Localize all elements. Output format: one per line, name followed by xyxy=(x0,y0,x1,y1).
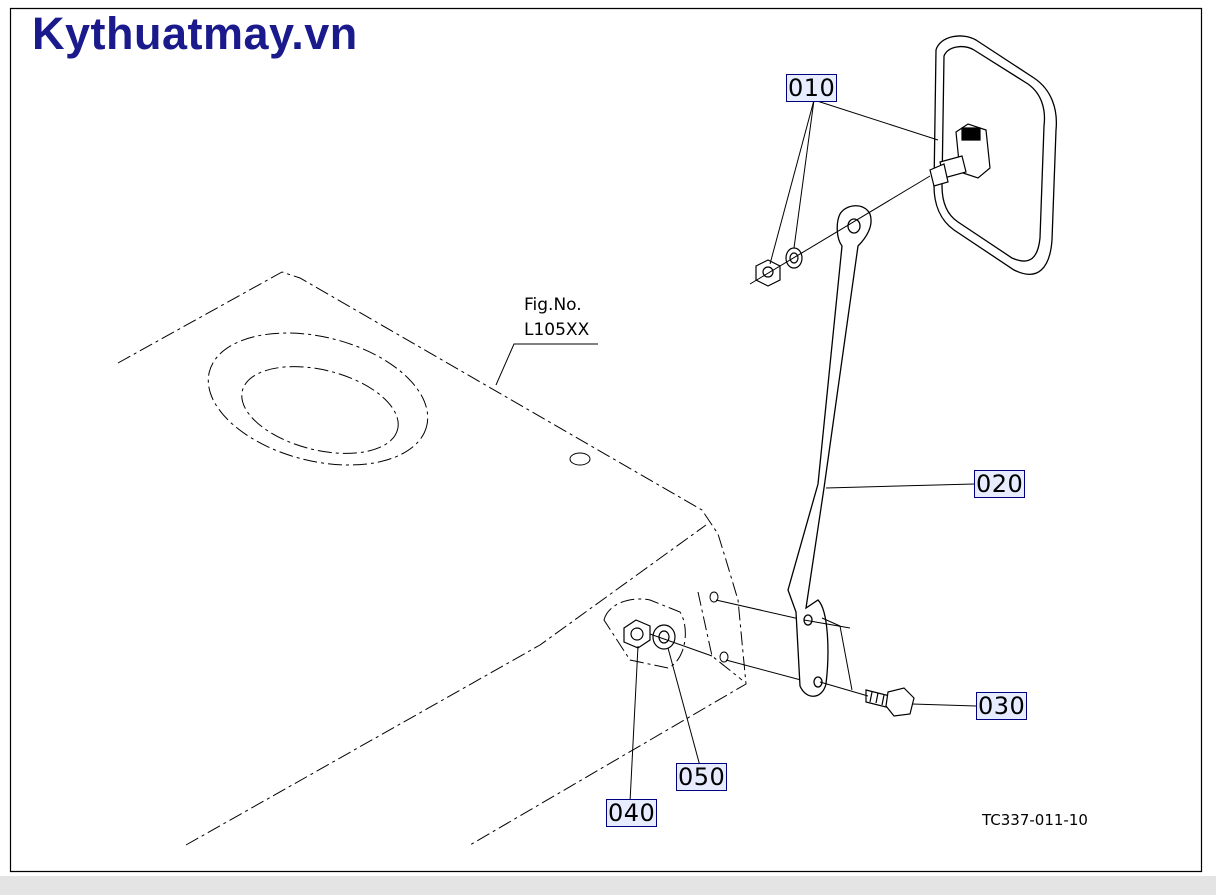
callout-050[interactable]: 050 xyxy=(676,763,728,791)
callout-040[interactable]: 040 xyxy=(606,799,658,827)
body-panel-outline xyxy=(118,272,746,845)
figure-number-value: L105XX xyxy=(524,320,590,340)
diagram-border xyxy=(11,9,1202,872)
mirror-bracket xyxy=(930,124,990,186)
site-watermark: Kythuatmay.vn xyxy=(32,8,358,59)
mirror xyxy=(934,36,1056,274)
callout-010[interactable]: 010 xyxy=(786,74,838,102)
bolt-030 xyxy=(866,688,914,716)
callout-020[interactable]: 020 xyxy=(974,470,1026,498)
figure-number-label: Fig.No. xyxy=(524,295,582,315)
callout-030[interactable]: 030 xyxy=(976,692,1028,720)
drawing-code: TC337-011-10 xyxy=(982,811,1088,829)
mirror-stay xyxy=(788,206,871,697)
panel-hole xyxy=(570,453,590,465)
leader-lines xyxy=(496,100,976,802)
nut-and-washer xyxy=(756,248,802,286)
center-lines xyxy=(650,176,930,696)
nut-040-washer-050 xyxy=(624,620,675,649)
bottom-strip xyxy=(0,876,1216,895)
